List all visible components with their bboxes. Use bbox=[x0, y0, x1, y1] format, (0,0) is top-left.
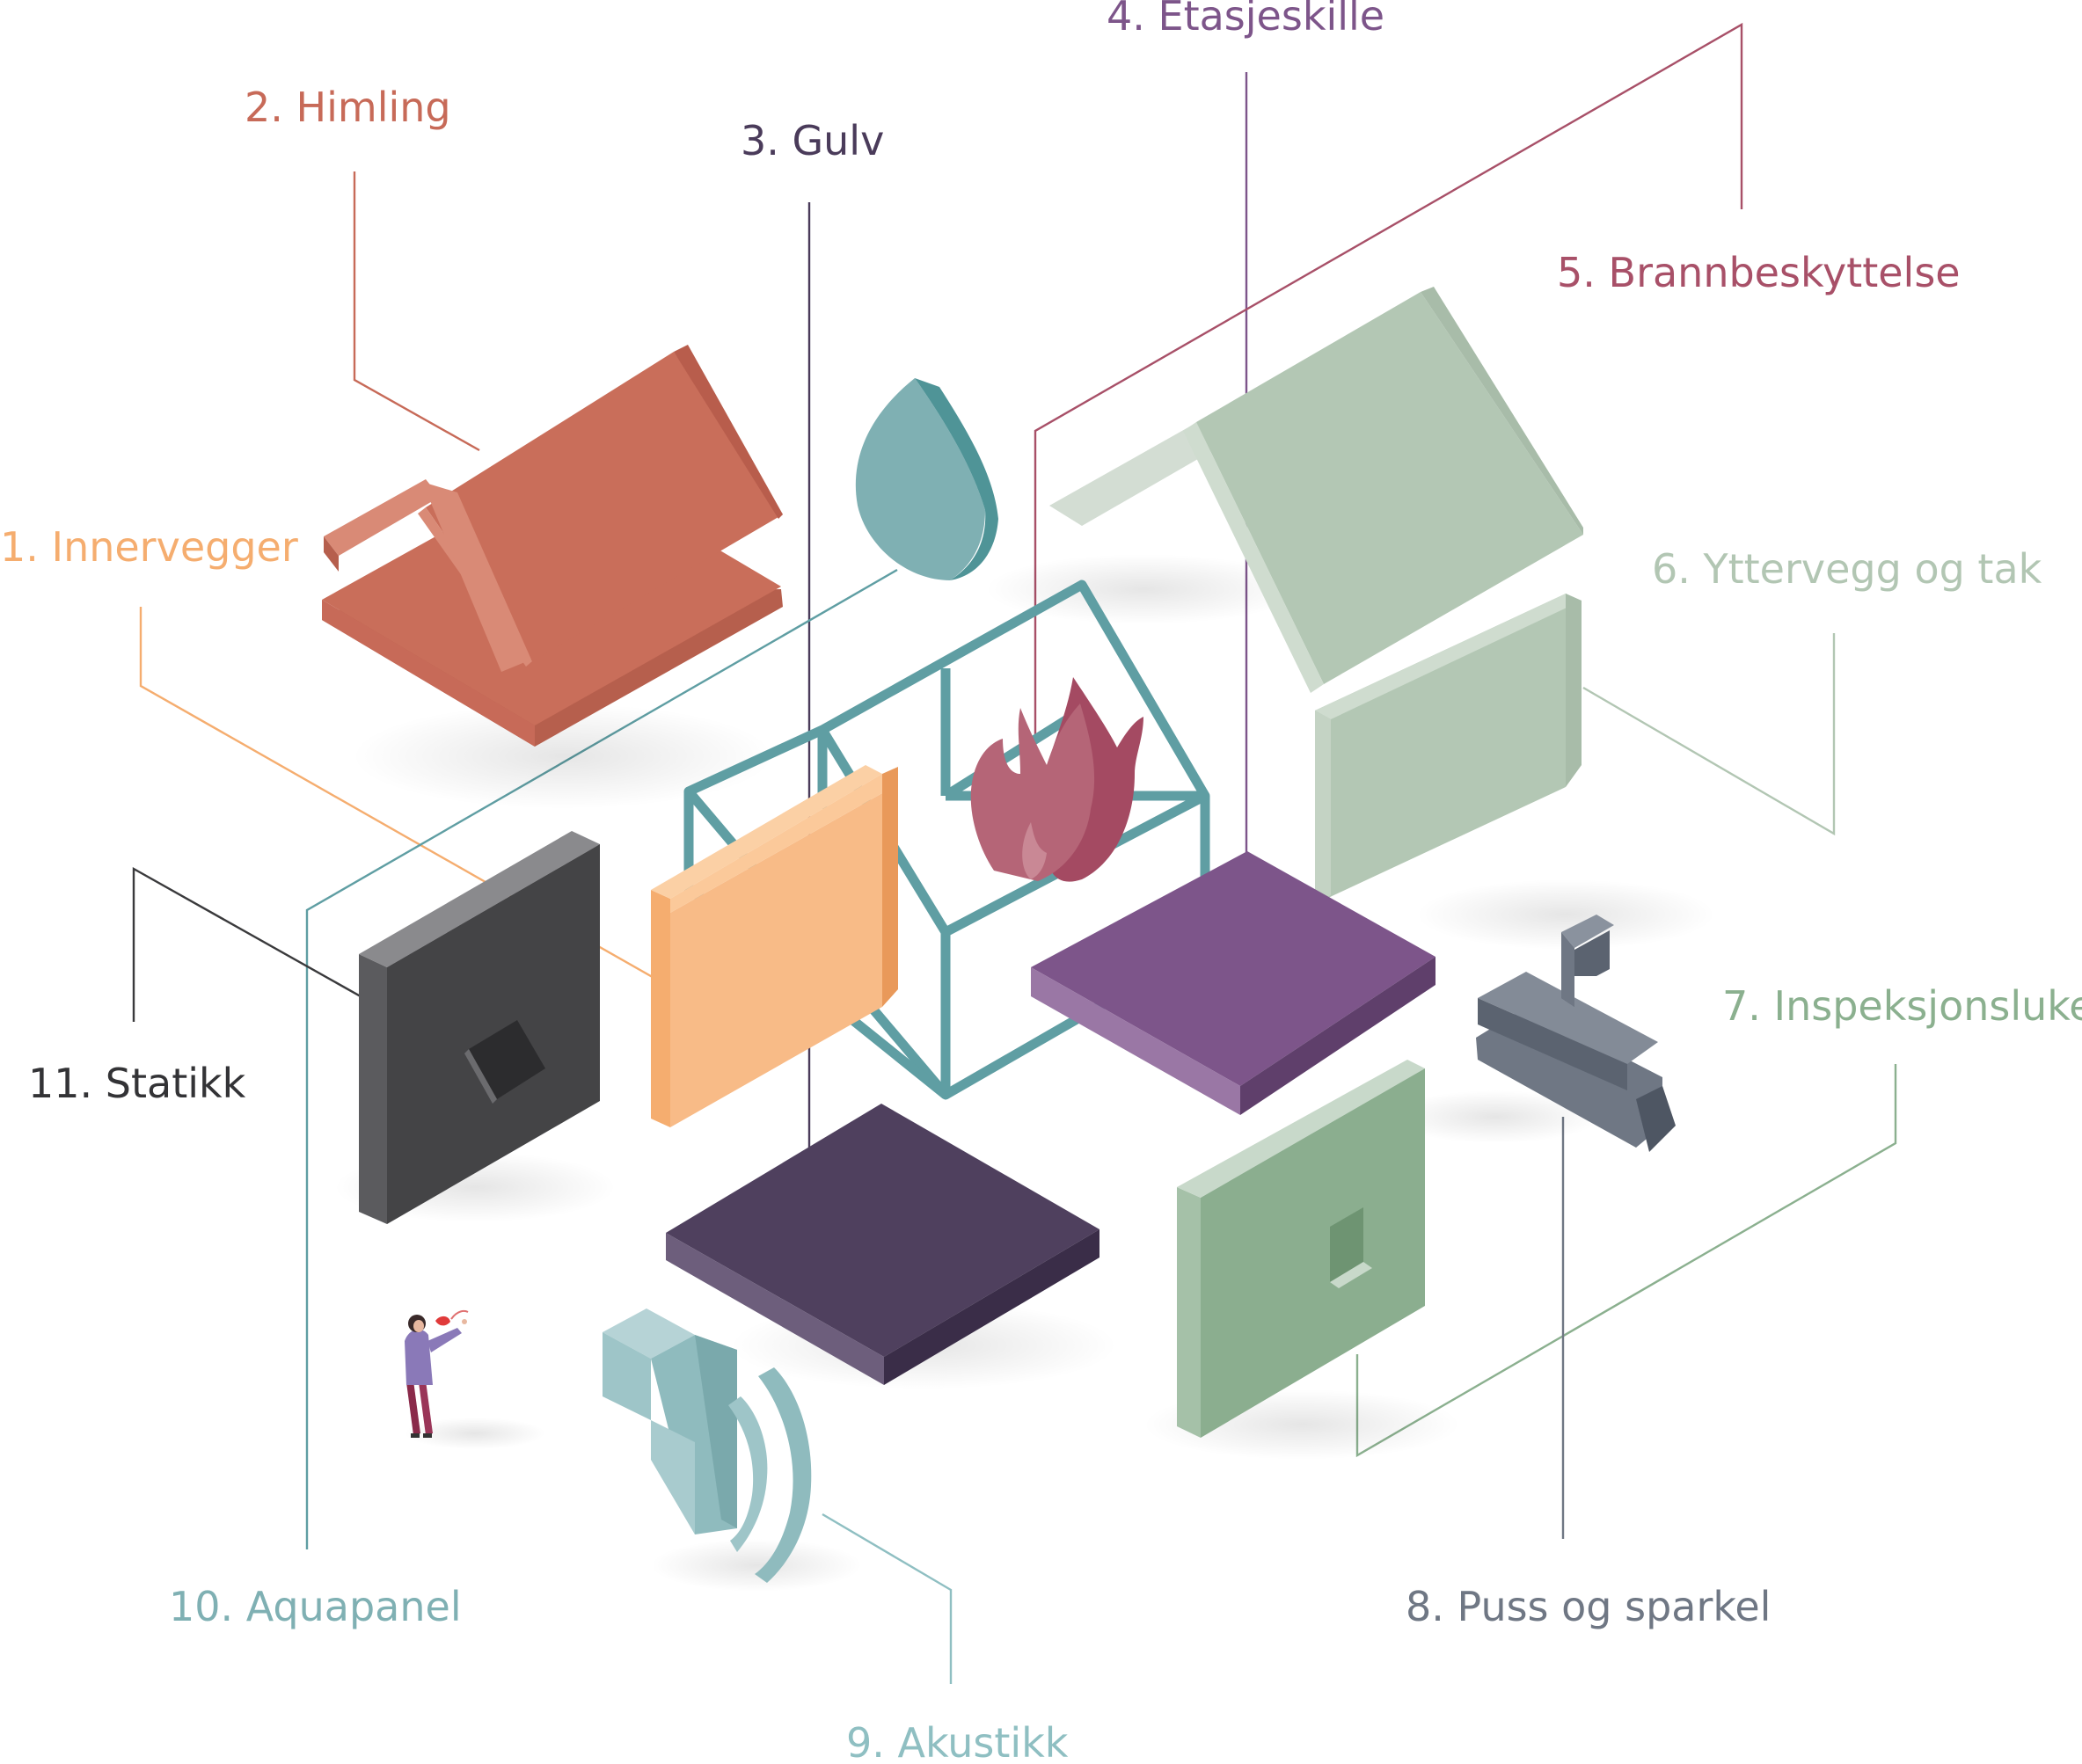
akustikk-speaker-shape bbox=[603, 1308, 812, 1583]
label-akustikk[interactable]: 9. Akustikk bbox=[846, 1719, 1069, 1764]
leader-akustikk bbox=[822, 1513, 953, 1684]
leader-aquapanel bbox=[305, 568, 898, 1549]
person-figure bbox=[405, 1310, 469, 1438]
himling-shape bbox=[322, 345, 783, 747]
leader-statikk bbox=[132, 866, 388, 1022]
label-statikk[interactable]: 11. Statikk bbox=[28, 1060, 246, 1107]
label-yttervegg[interactable]: 6. Yttervegg og tak bbox=[1652, 545, 2042, 593]
label-puss[interactable]: 8. Puss og sparkel bbox=[1406, 1583, 1771, 1630]
label-himling[interactable]: 2. Himling bbox=[245, 84, 451, 131]
label-aquapanel[interactable]: 10. Aquapanel bbox=[169, 1583, 462, 1630]
brannbeskyttelse-flame-shape bbox=[970, 677, 1143, 882]
leader-himling bbox=[353, 171, 480, 452]
label-innervegger[interactable]: 1. Innervegger bbox=[0, 523, 298, 571]
label-inspeksjonsluker[interactable]: 7. Inspeksjonsluker bbox=[1722, 982, 2082, 1030]
puss-trowel-shape bbox=[1476, 915, 1676, 1152]
etasjeskille-shape bbox=[1031, 851, 1435, 1115]
inspeksjonsluker-shape bbox=[1177, 1060, 1425, 1438]
statikk-shape bbox=[359, 831, 600, 1224]
leader-yttervegg bbox=[1582, 633, 1836, 836]
aquapanel-drop-shape bbox=[855, 378, 998, 580]
leader-lines bbox=[132, 22, 1897, 1684]
label-brannbeskyttelse[interactable]: 5. Brannbeskyttelse bbox=[1557, 249, 1961, 296]
gulv-shape bbox=[666, 1104, 1099, 1385]
label-etasjeskille[interactable]: 4. Etasjeskille bbox=[1107, 0, 1384, 40]
innervegger-shape bbox=[651, 765, 898, 1127]
yttervegg-shape bbox=[1049, 287, 1583, 904]
label-gulv[interactable]: 3. Gulv bbox=[741, 117, 884, 164]
